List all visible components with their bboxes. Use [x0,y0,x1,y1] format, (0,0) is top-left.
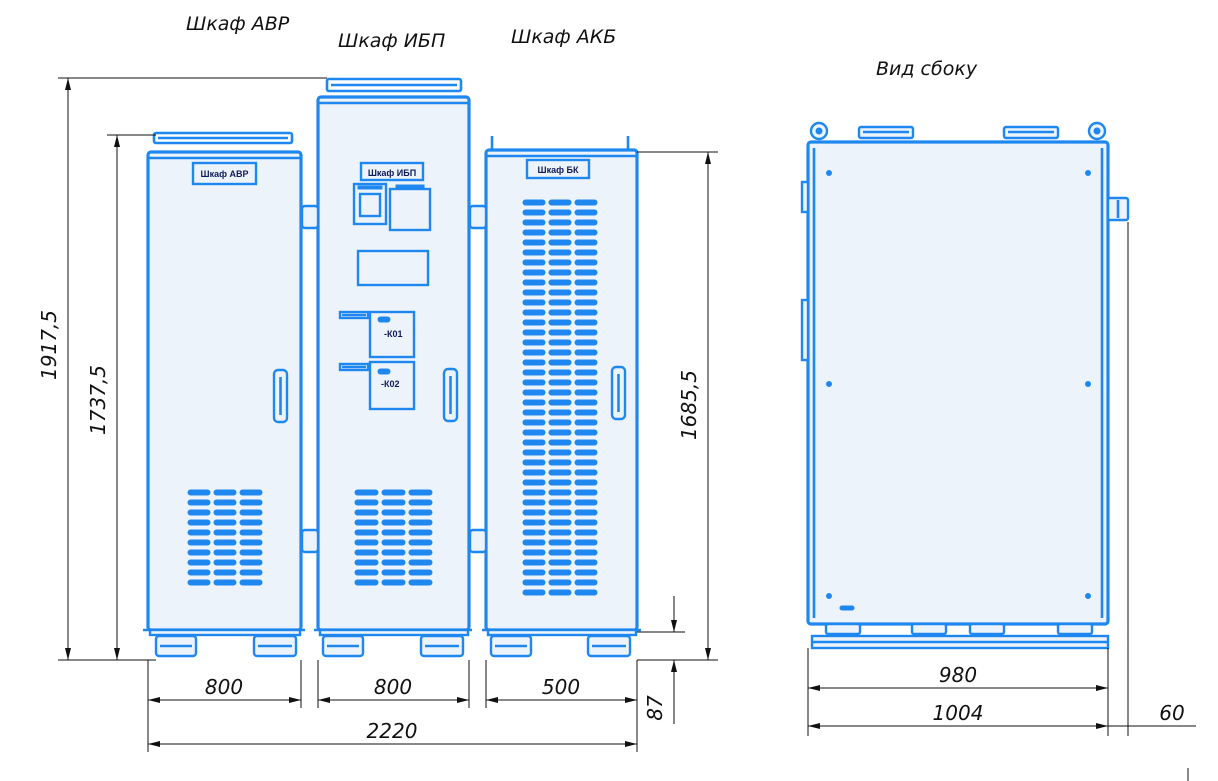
cabinet-avr: Шкаф АВР [143,131,305,658]
dim-side-extra: 60 [1159,701,1184,725]
avr-nameplate [191,161,258,186]
dim-side-inner-depth: 980 [939,663,977,687]
bk-nameplate-label: Шкаф БК [538,165,579,175]
side-view-cabinet [800,121,1130,650]
dim-akb-height: 1685,5 [677,370,701,440]
akb-vent-grille [522,199,598,596]
cabinet-ups: Шкаф ИБП -К01 -К02 [300,77,472,658]
ups-breaker-k01 [368,310,416,359]
cabinet-akb: Шкаф БК [468,136,641,658]
title-side-view: Вид сбоку [876,58,978,80]
ups-display-right [388,187,432,232]
dim-plinth: 87 [643,695,667,721]
avr-nameplate-label: Шкаф АВР [201,169,249,179]
title-ups: Шкаф ИБП [338,30,445,52]
ups-vent-grille [354,489,433,586]
dim-side-depth: 1004 [933,701,984,725]
dim-avr-width: 800 [205,675,243,699]
ups-breaker-k02 [368,360,416,411]
ups-breaker-k01-label: -К01 [384,329,403,339]
dim-total-width: 2220 [367,719,418,743]
title-akb: Шкаф АКБ [511,26,616,48]
dim-akb-width: 500 [542,675,580,699]
ups-breaker-k02-label: -К02 [381,379,400,389]
ups-nameplate-label: Шкаф ИБП [368,168,416,178]
dim-ups-width: 800 [374,675,412,699]
dim-total-height: 1917,5 [37,310,61,380]
dimension-lines [58,77,1196,781]
ups-panel [356,249,430,287]
title-avr-line1: Шкаф АВР [186,13,290,35]
dim-cabinet-height: 1737,5 [86,365,110,435]
bk-nameplate [525,158,591,180]
avr-vent-grille [187,489,263,586]
ups-nameplate [359,161,425,182]
